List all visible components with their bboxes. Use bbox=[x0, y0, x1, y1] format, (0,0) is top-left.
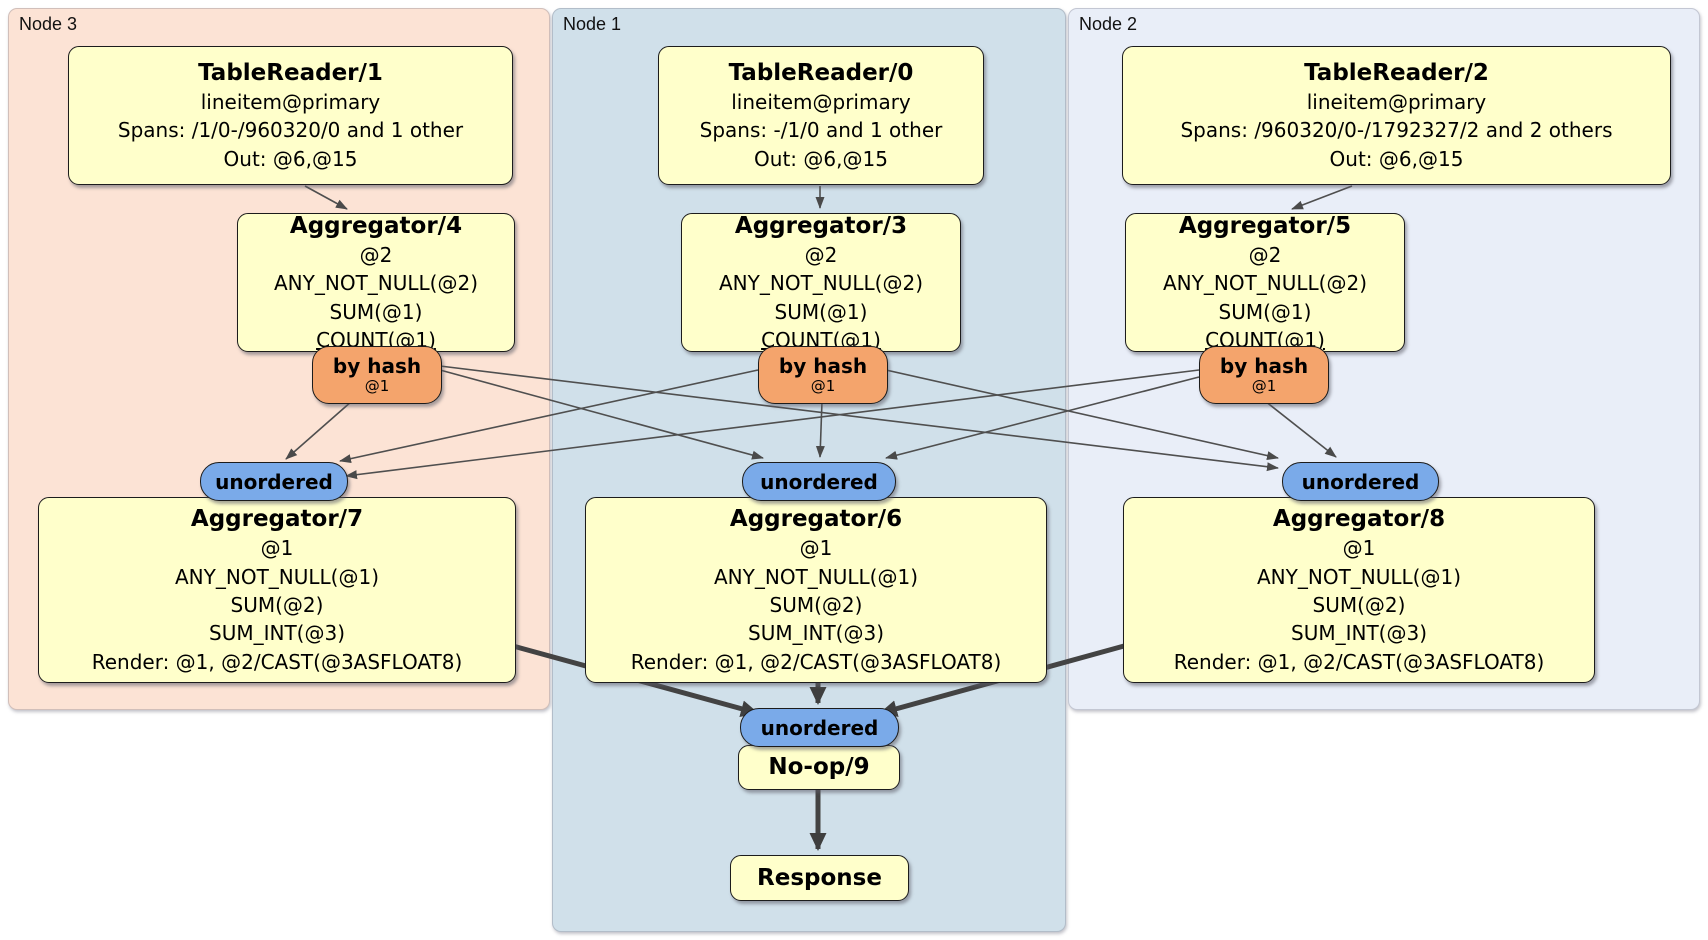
box-title: Aggregator/3 bbox=[734, 212, 908, 239]
box-title: Aggregator/6 bbox=[729, 505, 903, 532]
box-line: ANY_NOT_NULL(@1) bbox=[1257, 564, 1461, 589]
box-title: TableReader/2 bbox=[1304, 59, 1489, 86]
aggregator-6-box: Aggregator/6 @1 ANY_NOT_NULL(@1) SUM(@2)… bbox=[585, 497, 1047, 683]
aggregator-8-box: Aggregator/8 @1 ANY_NOT_NULL(@1) SUM(@2)… bbox=[1123, 497, 1595, 683]
box-line: ANY_NOT_NULL(@2) bbox=[274, 271, 478, 296]
box-line: @2 bbox=[1248, 242, 1282, 267]
box-line: Spans: -/1/0 and 1 other bbox=[699, 118, 943, 143]
box-title: TableReader/0 bbox=[728, 59, 914, 86]
box-line: @1 bbox=[1342, 536, 1376, 561]
box-line: Out: @6,@15 bbox=[754, 146, 888, 171]
box-line: Spans: /1/0-/960320/0 and 1 other bbox=[117, 118, 464, 143]
box-title: Aggregator/5 bbox=[1178, 212, 1352, 239]
box-line: ANY_NOT_NULL(@2) bbox=[1163, 271, 1367, 296]
box-line: lineitem@primary bbox=[731, 90, 911, 115]
box-line: @1 bbox=[799, 536, 833, 561]
box-line: Render: @1, @2/CAST(@3ASFLOAT8) bbox=[630, 649, 1002, 674]
box-line: ANY_NOT_NULL(@2) bbox=[719, 271, 923, 296]
box-line: Out: @6,@15 bbox=[223, 146, 358, 171]
box-title: Response bbox=[757, 864, 882, 891]
unordered-sync-node1: unordered bbox=[742, 462, 896, 501]
by-hash-label: by hash bbox=[778, 354, 868, 379]
box-line: Spans: /960320/0-/1792327/2 and 2 others bbox=[1180, 118, 1613, 143]
aggregator-7-box: Aggregator/7 @1 ANY_NOT_NULL(@1) SUM(@2)… bbox=[38, 497, 516, 683]
box-line: lineitem@primary bbox=[200, 90, 381, 115]
box-line: lineitem@primary bbox=[1306, 90, 1487, 115]
box-line: @1 bbox=[260, 536, 294, 561]
box-title: Aggregator/7 bbox=[190, 505, 364, 532]
box-line: SUM(@2) bbox=[769, 592, 863, 617]
hash-router-node1: by hash @1 bbox=[758, 346, 888, 404]
hash-key-label: @1 bbox=[810, 377, 836, 396]
unordered-sync-node2: unordered bbox=[1282, 462, 1439, 501]
node3-label: Node 3 bbox=[19, 14, 78, 34]
node1-label: Node 1 bbox=[563, 14, 622, 34]
box-line: SUM_INT(@3) bbox=[209, 621, 345, 646]
box-line: SUM_INT(@3) bbox=[1291, 621, 1427, 646]
aggregator-4-box: Aggregator/4 @2 ANY_NOT_NULL(@2) SUM(@1)… bbox=[237, 213, 515, 352]
tablereader-2-box: TableReader/2 lineitem@primary Spans: /9… bbox=[1122, 46, 1671, 185]
box-line: SUM(@1) bbox=[774, 299, 868, 324]
box-line: ANY_NOT_NULL(@1) bbox=[714, 564, 918, 589]
box-title: No-op/9 bbox=[768, 754, 870, 781]
box-line: Out: @6,@15 bbox=[1329, 146, 1464, 171]
aggregator-3-box: Aggregator/3 @2 ANY_NOT_NULL(@2) SUM(@1)… bbox=[681, 213, 961, 352]
hash-router-node3: by hash @1 bbox=[312, 346, 442, 404]
unordered-sync-node3: unordered bbox=[200, 462, 348, 501]
box-line: SUM_INT(@3) bbox=[748, 621, 884, 646]
box-line: @2 bbox=[359, 242, 393, 267]
tablereader-0-box: TableReader/0 lineitem@primary Spans: -/… bbox=[658, 46, 984, 185]
box-title: Aggregator/4 bbox=[289, 212, 463, 239]
tablereader-1-box: TableReader/1 lineitem@primary Spans: /1… bbox=[68, 46, 513, 185]
aggregator-5-box: Aggregator/5 @2 ANY_NOT_NULL(@2) SUM(@1)… bbox=[1125, 213, 1405, 352]
box-line: Render: @1, @2/CAST(@3ASFLOAT8) bbox=[1173, 649, 1545, 674]
noop-9-box: No-op/9 bbox=[738, 745, 900, 790]
box-line: @2 bbox=[804, 242, 838, 267]
box-line: Render: @1, @2/CAST(@3ASFLOAT8) bbox=[91, 649, 463, 674]
box-line: SUM(@2) bbox=[230, 592, 324, 617]
response-box: Response bbox=[730, 855, 909, 901]
by-hash-label: by hash bbox=[1219, 354, 1309, 379]
by-hash-label: by hash bbox=[332, 354, 422, 379]
hash-key-label: @1 bbox=[364, 377, 390, 396]
unordered-sync-final: unordered bbox=[740, 708, 899, 747]
box-title: TableReader/1 bbox=[198, 59, 383, 86]
box-title: Aggregator/8 bbox=[1272, 505, 1446, 532]
hash-key-label: @1 bbox=[1251, 377, 1277, 396]
node2-label: Node 2 bbox=[1079, 14, 1138, 34]
box-line: SUM(@1) bbox=[1218, 299, 1312, 324]
hash-router-node2: by hash @1 bbox=[1199, 346, 1329, 404]
box-line: ANY_NOT_NULL(@1) bbox=[175, 564, 379, 589]
box-line: SUM(@1) bbox=[329, 299, 423, 324]
box-line: SUM(@2) bbox=[1312, 592, 1406, 617]
